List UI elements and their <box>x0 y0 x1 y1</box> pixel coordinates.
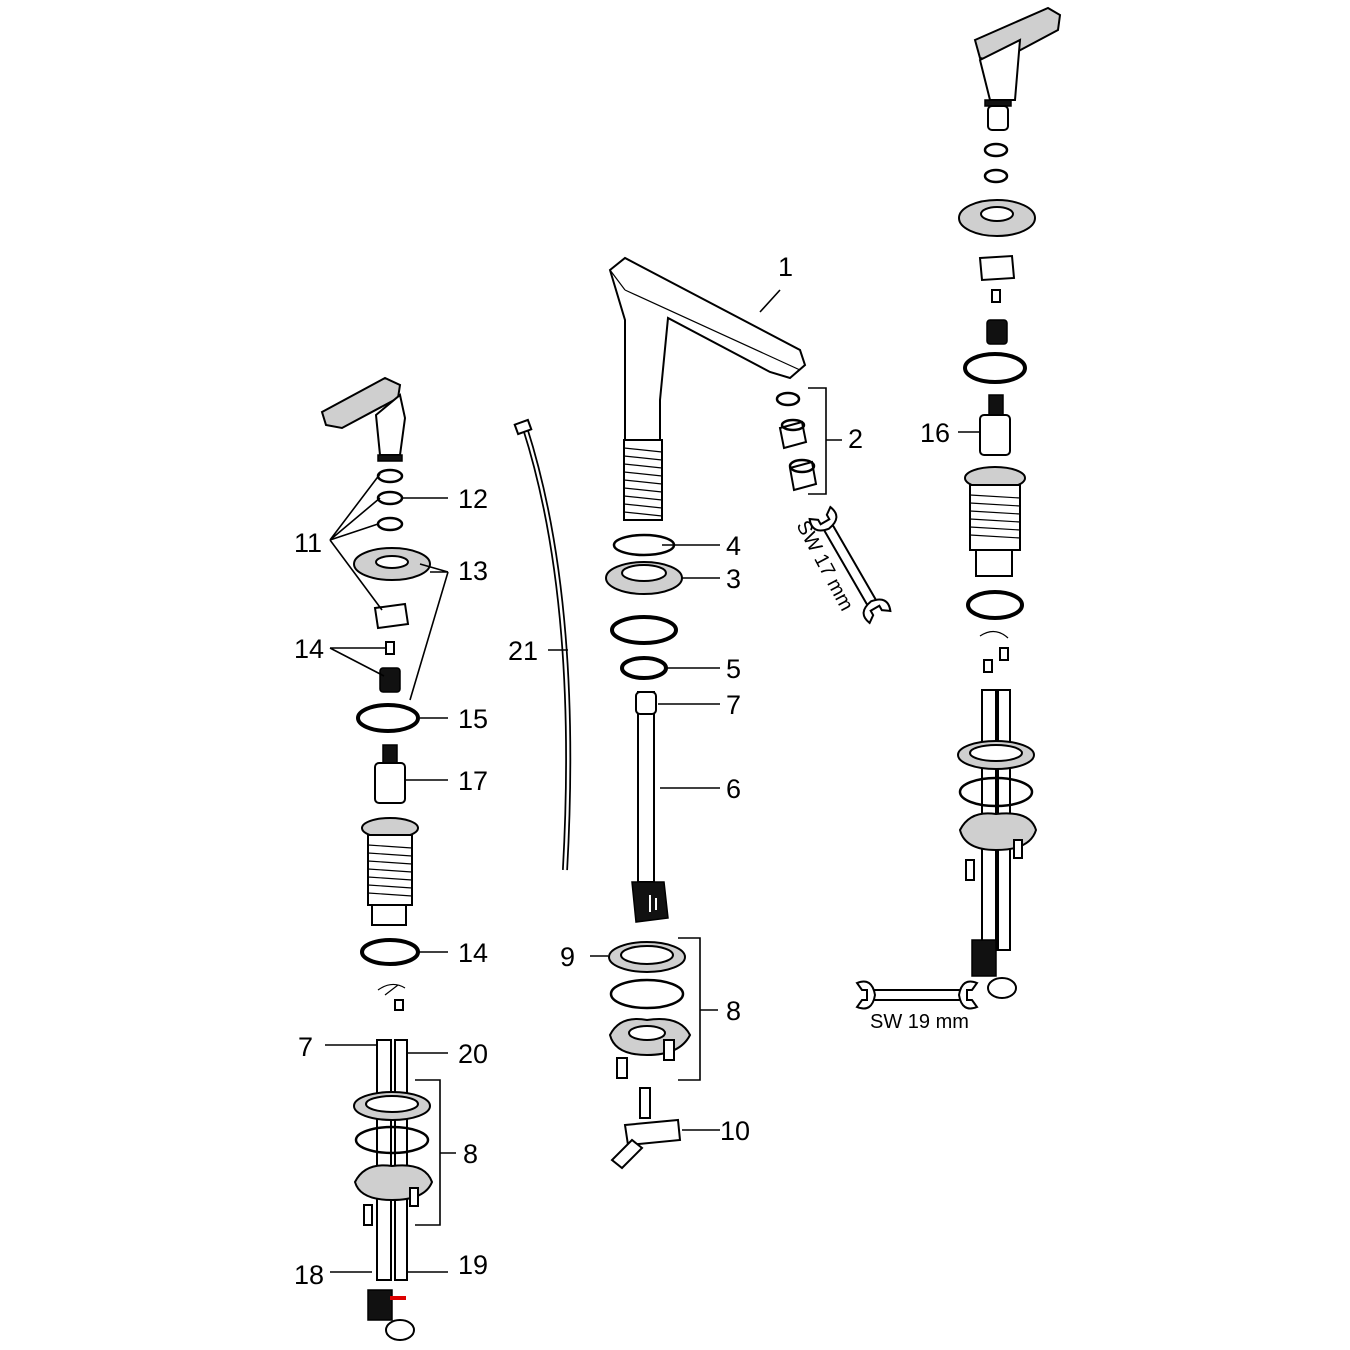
callout-4: 4 <box>726 531 741 561</box>
right-valve-assembly <box>957 6 1062 999</box>
callout-5: 5 <box>726 654 741 684</box>
callout-7-left: 7 <box>298 1032 313 1062</box>
aerator-group-2 <box>775 391 818 492</box>
callout-10: 10 <box>720 1116 750 1146</box>
callout-8-left: 8 <box>463 1139 478 1169</box>
leader-lines <box>325 289 980 1273</box>
rod-6 <box>637 691 655 883</box>
callout-14-bottom: 14 <box>458 938 488 968</box>
t-connector-10 <box>623 1118 682 1147</box>
callout-17: 17 <box>458 766 488 796</box>
washer-8 <box>609 978 685 1010</box>
callout-labels: 1 2 3 4 5 6 7 7 8 8 9 10 11 12 13 14 14 … <box>294 252 950 1290</box>
callout-11: 11 <box>294 528 322 558</box>
callout-16: 16 <box>920 418 950 448</box>
washer-5a <box>610 615 678 645</box>
callout-12: 12 <box>458 484 488 514</box>
callout-7-center: 7 <box>726 690 741 720</box>
callout-18: 18 <box>294 1260 324 1290</box>
callout-19: 19 <box>458 1250 488 1280</box>
callout-9: 9 <box>560 942 575 972</box>
callout-21: 21 <box>508 636 538 666</box>
spout-body <box>608 256 807 441</box>
callout-13: 13 <box>458 556 488 586</box>
left-valve-assembly <box>320 376 434 1341</box>
callout-3: 3 <box>726 564 741 594</box>
callout-1: 1 <box>778 252 793 282</box>
wrench-sw19-icon <box>855 980 979 1010</box>
right-handle <box>973 6 1062 64</box>
wrench-sw19-label: SW 19 mm <box>870 1011 969 1033</box>
callout-2: 2 <box>848 424 863 454</box>
callout-6: 6 <box>726 774 741 804</box>
callout-15: 15 <box>458 704 488 734</box>
spout-assembly <box>605 256 807 1170</box>
callout-14-top: 14 <box>294 634 324 664</box>
callout-8-center: 8 <box>726 996 741 1026</box>
o-ring-5 <box>620 656 668 680</box>
wrench-sw17-icon <box>808 505 892 625</box>
callout-20: 20 <box>458 1039 488 1069</box>
